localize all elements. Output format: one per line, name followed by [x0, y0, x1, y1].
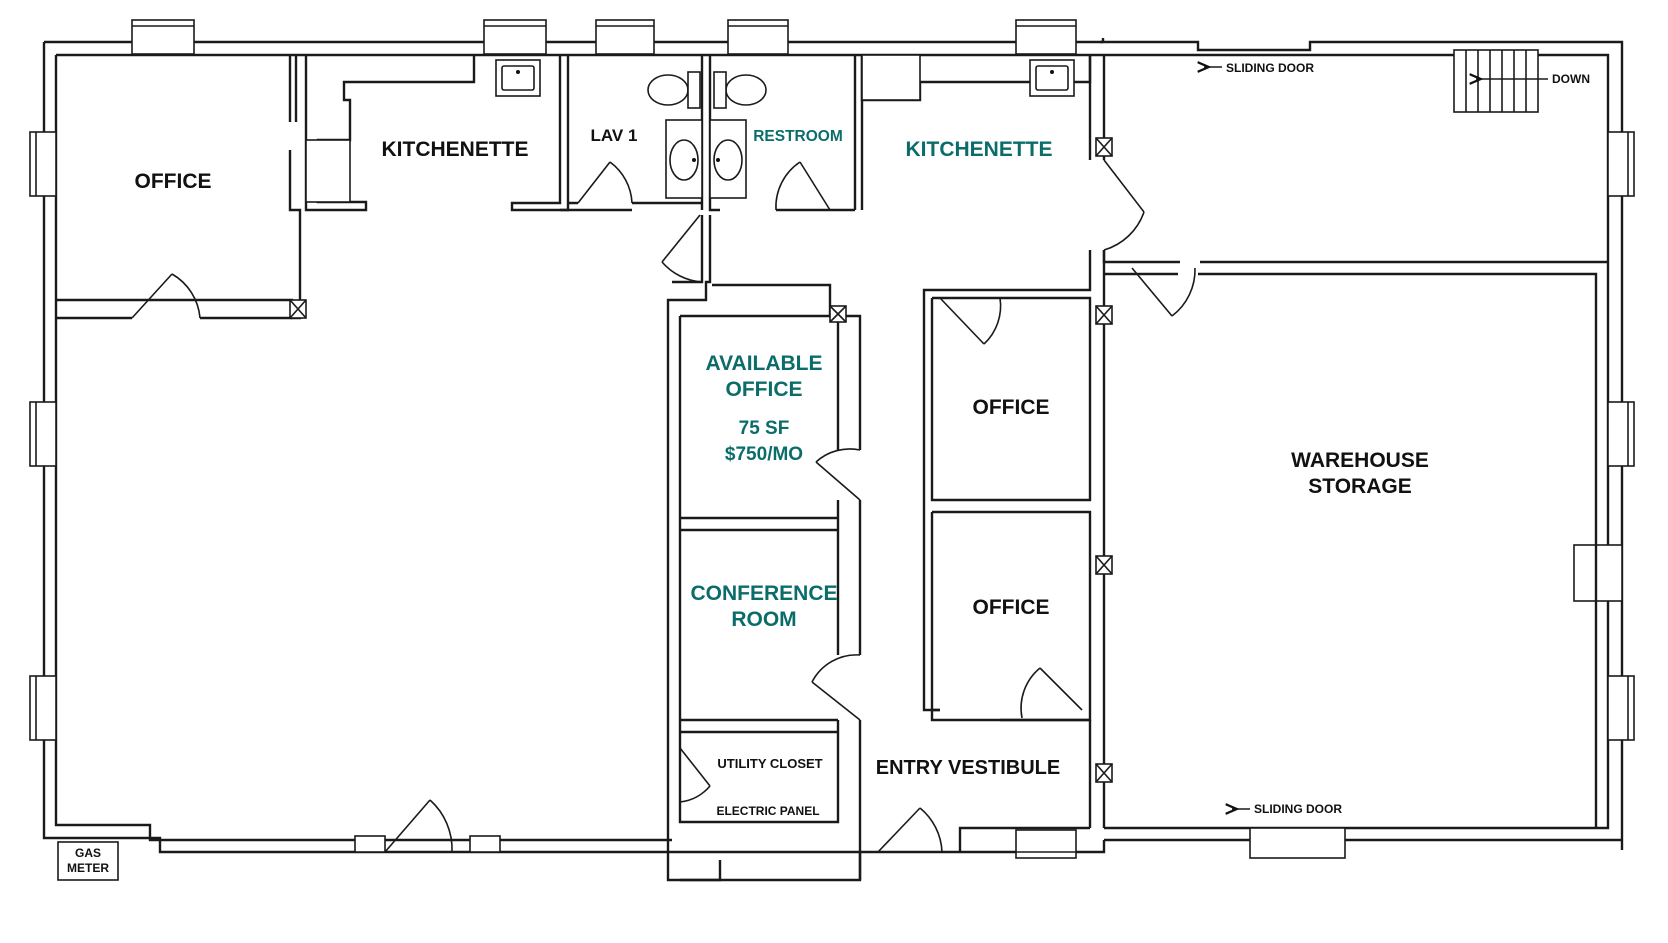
- door-swing-icon: [679, 747, 711, 803]
- toilet-icon: [713, 71, 767, 109]
- columns: [29, 19, 1635, 859]
- sink-icon: [1029, 59, 1075, 97]
- door-swing-icon: [1103, 159, 1145, 251]
- room-labels: OFFICE KITCHENETTE LAV 1 RESTROOM KITCHE…: [135, 126, 1429, 818]
- interior-walls: [56, 54, 1608, 882]
- room-label-warehouse-line2: STORAGE: [1308, 475, 1411, 498]
- room-label-entry-vestibule: ENTRY VESTIBULE: [876, 757, 1060, 779]
- fixtures: [57, 49, 1548, 881]
- stairs-icon: [1453, 49, 1539, 113]
- stairs-down-label: DOWN: [1552, 72, 1590, 86]
- door-swing-icon: [1020, 667, 1083, 719]
- door-swing-icon: [384, 799, 453, 853]
- door-swing-icon: [1131, 267, 1196, 317]
- room-label-available-line2: OFFICE: [726, 378, 803, 401]
- column-icon: [1015, 829, 1077, 859]
- door-swing-icon: [577, 161, 633, 204]
- column-icon: [29, 131, 57, 197]
- column-icon: [469, 835, 501, 853]
- appliance: [861, 54, 921, 101]
- doors: [131, 159, 1196, 853]
- room-label-office-nw: OFFICE: [135, 170, 212, 193]
- column-icon: [1095, 555, 1113, 575]
- column-icon: [1095, 305, 1113, 325]
- column-icon: [1607, 401, 1635, 467]
- room-label-kitchenette-right: KITCHENETTE: [906, 138, 1053, 161]
- available-office-area: 75 SF: [739, 418, 790, 439]
- column-icon: [1095, 763, 1113, 783]
- column-icon: [595, 19, 655, 55]
- room-label-conference-line2: ROOM: [731, 608, 796, 631]
- room-label-office-mid-lower: OFFICE: [973, 596, 1050, 619]
- column-icon: [289, 299, 307, 319]
- room-label-office-mid-upper: OFFICE: [973, 396, 1050, 419]
- room-label-warehouse-line1: WAREHOUSE: [1291, 449, 1429, 472]
- door-swing-icon: [877, 807, 943, 853]
- room-label-kitchenette-left: KITCHENETTE: [382, 138, 529, 161]
- room-label-electric-panel: ELECTRIC PANEL: [716, 804, 819, 818]
- column-icon: [354, 835, 386, 853]
- gas-meter: [57, 841, 119, 881]
- toilet-icon: [647, 71, 701, 109]
- column-icon: [1015, 19, 1077, 55]
- room-label-conference-line1: CONFERENCE: [690, 582, 837, 605]
- sink-icon: [495, 59, 541, 97]
- room-label-utility-closet: UTILITY CLOSET: [717, 756, 822, 771]
- door-swing-icon: [131, 273, 201, 319]
- door-swing-icon: [939, 297, 1002, 345]
- door-swing-icon: [661, 214, 703, 283]
- annotations: SLIDING DOOR SLIDING DOOR DOWN GAS METER: [67, 61, 1590, 875]
- sliding-door-top-label: SLIDING DOOR: [1226, 61, 1314, 75]
- gas-meter-label-line1: GAS: [75, 846, 101, 860]
- door-swing-icon: [815, 448, 861, 501]
- appliance: [305, 139, 351, 203]
- column-icon: [483, 19, 547, 55]
- sliding-door-bottom-label: SLIDING DOOR: [1254, 802, 1342, 816]
- column-icon: [131, 19, 195, 55]
- sliding-door-bottom-frame: [1249, 827, 1346, 859]
- exterior-walls: [42, 38, 1624, 859]
- sink-icon: [709, 119, 747, 199]
- gas-meter-label-line2: METER: [67, 861, 109, 875]
- door-swing-icon: [811, 654, 861, 721]
- column-icon: [1607, 131, 1635, 197]
- column-icon: [29, 675, 57, 741]
- column-icon: [727, 19, 789, 55]
- column-icon: [29, 401, 57, 467]
- column-icon: [1095, 137, 1113, 157]
- sink-icon: [665, 119, 703, 199]
- column-icon: [829, 305, 847, 323]
- column-icon: [1607, 675, 1635, 741]
- available-office-rent: $750/MO: [725, 444, 803, 465]
- door-swing-icon: [775, 161, 831, 211]
- wall-bay: [1573, 544, 1623, 602]
- room-label-available-line1: AVAILABLE: [705, 352, 822, 375]
- room-label-restroom: RESTROOM: [753, 128, 843, 145]
- room-label-lav1: LAV 1: [591, 126, 638, 145]
